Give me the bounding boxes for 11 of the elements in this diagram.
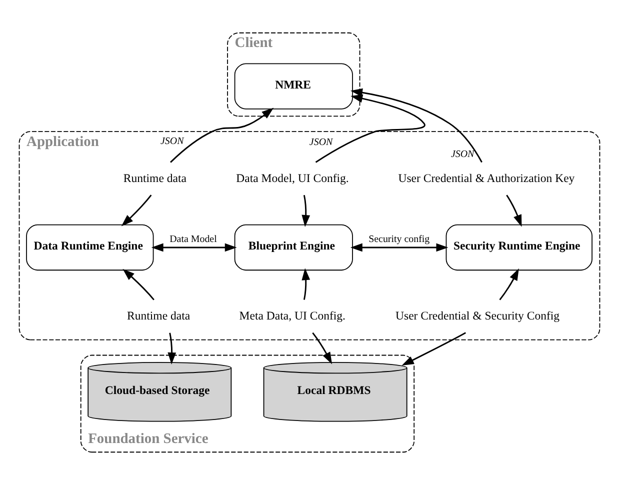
node-text: Meta Data, UI Config. — [239, 308, 346, 322]
node-text: Runtime data — [123, 171, 186, 184]
node-text: User Credential & Authorization Key — [398, 171, 575, 184]
node-text: Data Model, UI Config. — [236, 171, 349, 184]
node-text: Runtime data — [127, 308, 190, 322]
edge-label: JSON — [450, 148, 474, 160]
edge-label: JSON — [160, 136, 184, 147]
node-text: User Credential & Security Config — [396, 308, 560, 322]
edge-label: Data Model — [170, 233, 217, 244]
edge-label: JSON — [309, 136, 333, 148]
edge-label: Security config — [368, 233, 430, 244]
